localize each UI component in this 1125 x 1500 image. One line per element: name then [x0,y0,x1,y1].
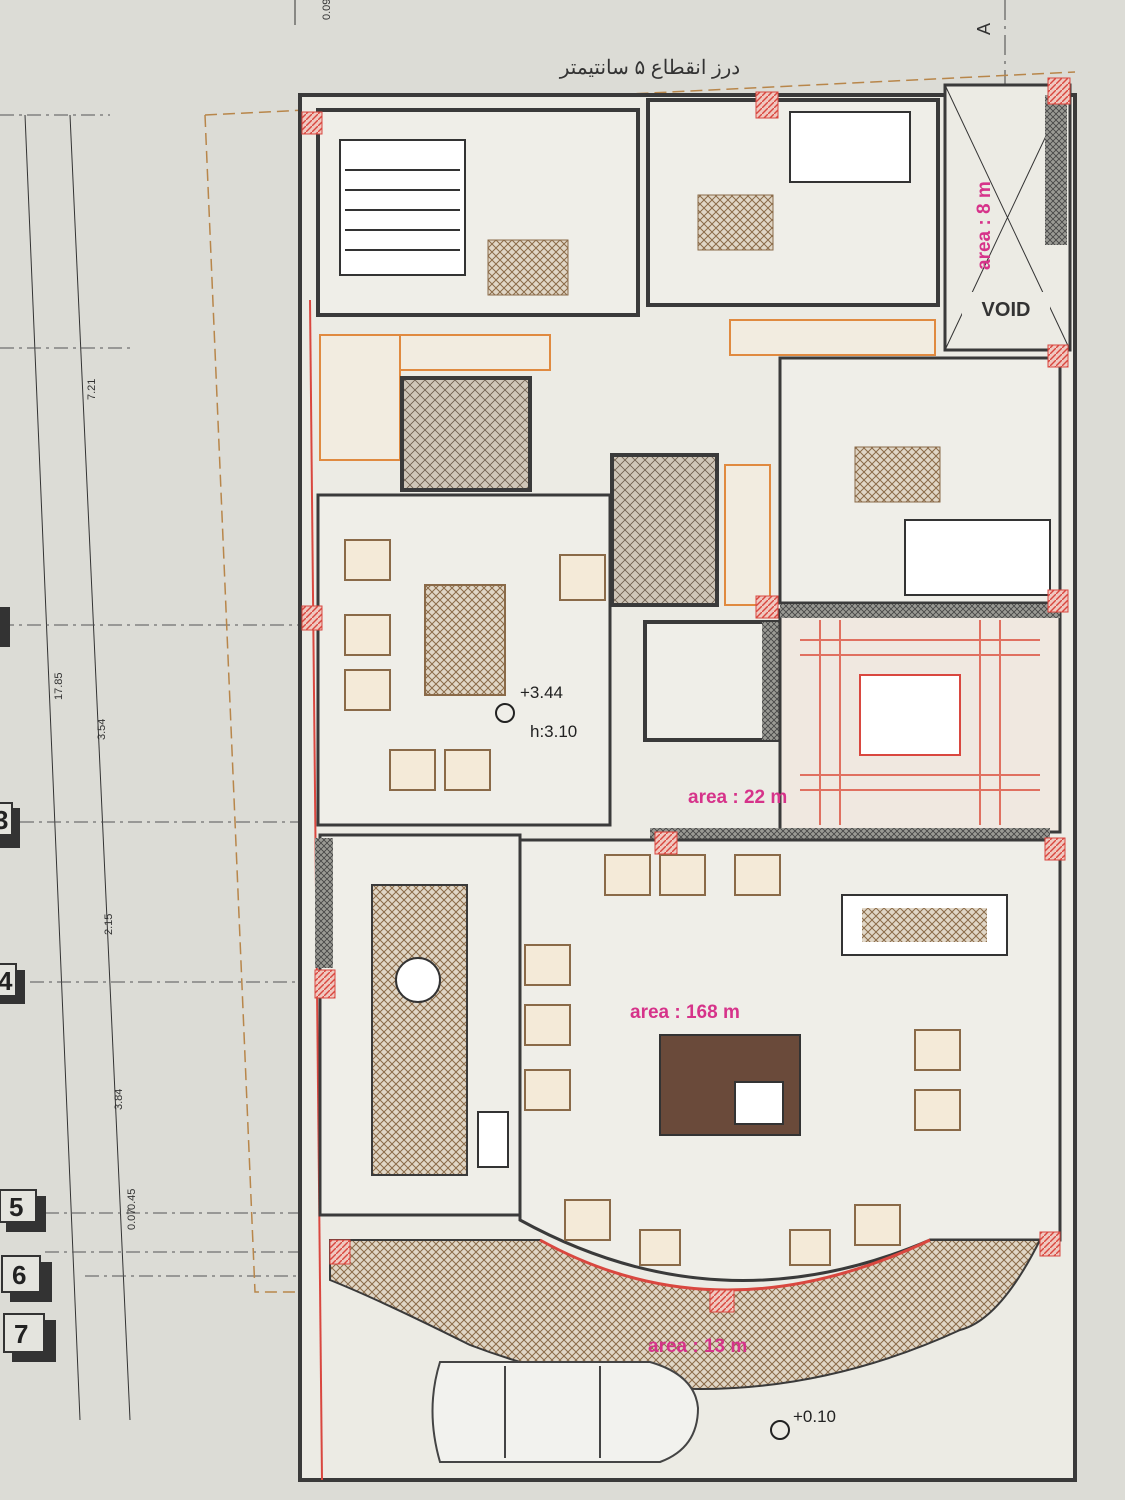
closet [399,334,551,371]
rug [487,239,569,296]
grid-bubble-6: 6 [1,1255,52,1302]
svg-text:4: 4 [0,966,13,996]
dimension-segment: 7.21 [86,379,98,400]
dimension-segment: 3.84 [113,1089,125,1110]
car [431,1361,700,1463]
kitchen-island [371,884,468,1176]
hall-area-label: area : 168 m [630,1002,740,1023]
void-label-bg [962,292,1050,322]
grid-bubble-4: 4 [0,963,25,1004]
svg-text:6: 6 [12,1260,26,1290]
void-label: VOID [982,299,1031,321]
dimension-segment: 2.15 [103,914,115,935]
ground-level-marker [770,1420,790,1440]
dimension-segment: 0.45 [126,1189,138,1210]
grid-bubble-partial [0,607,10,647]
columns [301,77,1071,1313]
level-marker [495,703,515,723]
bed-3 [904,519,1051,596]
void-area-label: area : 8 m [974,181,995,270]
balcony-area-label: area : 13 m [648,1336,747,1357]
expansion-joint-note: درز انقطاع ۵ سانتیمتر [559,57,740,79]
top-dimension: 0.09 [321,0,333,20]
dimension-chain [0,114,300,1421]
grid-bubble-7: 7 [3,1313,56,1362]
grid-bubble-3: 3 [0,802,20,848]
bed-stripes [345,169,460,251]
kitchen-wall [315,838,333,968]
armchairs [524,854,961,1266]
grid-bubble-5: 5 [0,1189,46,1232]
elevator [643,620,782,742]
level-ground: +0.10 [793,1407,836,1426]
armchairs [344,539,606,791]
elevator-wall [762,622,782,740]
rug [424,584,506,696]
dimension-segment: 3.54 [96,719,108,740]
rug [854,446,941,503]
staircase [778,604,1062,834]
level-height: h:3.10 [530,722,577,741]
section-mark-top: A [974,23,994,35]
stair-area-label: area : 22 m [688,787,787,808]
svg-text:3: 3 [0,805,8,835]
closet [319,334,401,461]
level-upper: +3.44 [520,683,563,702]
dining-table-inlay [862,908,987,942]
svg-text:7: 7 [14,1319,28,1349]
closet [724,464,771,606]
dining-table-round [395,957,441,1003]
bed-1 [339,139,466,276]
bed-2 [789,111,911,183]
bathroom-2 [610,453,719,607]
dimension-segment: 0.07 [126,1209,138,1230]
closet [729,319,936,356]
stove [477,1111,509,1168]
dimension-total: 17.85 [53,672,65,700]
coffee-table [734,1081,784,1125]
svg-text:5: 5 [9,1192,23,1222]
rug [697,194,774,251]
bathroom-1 [400,376,532,492]
